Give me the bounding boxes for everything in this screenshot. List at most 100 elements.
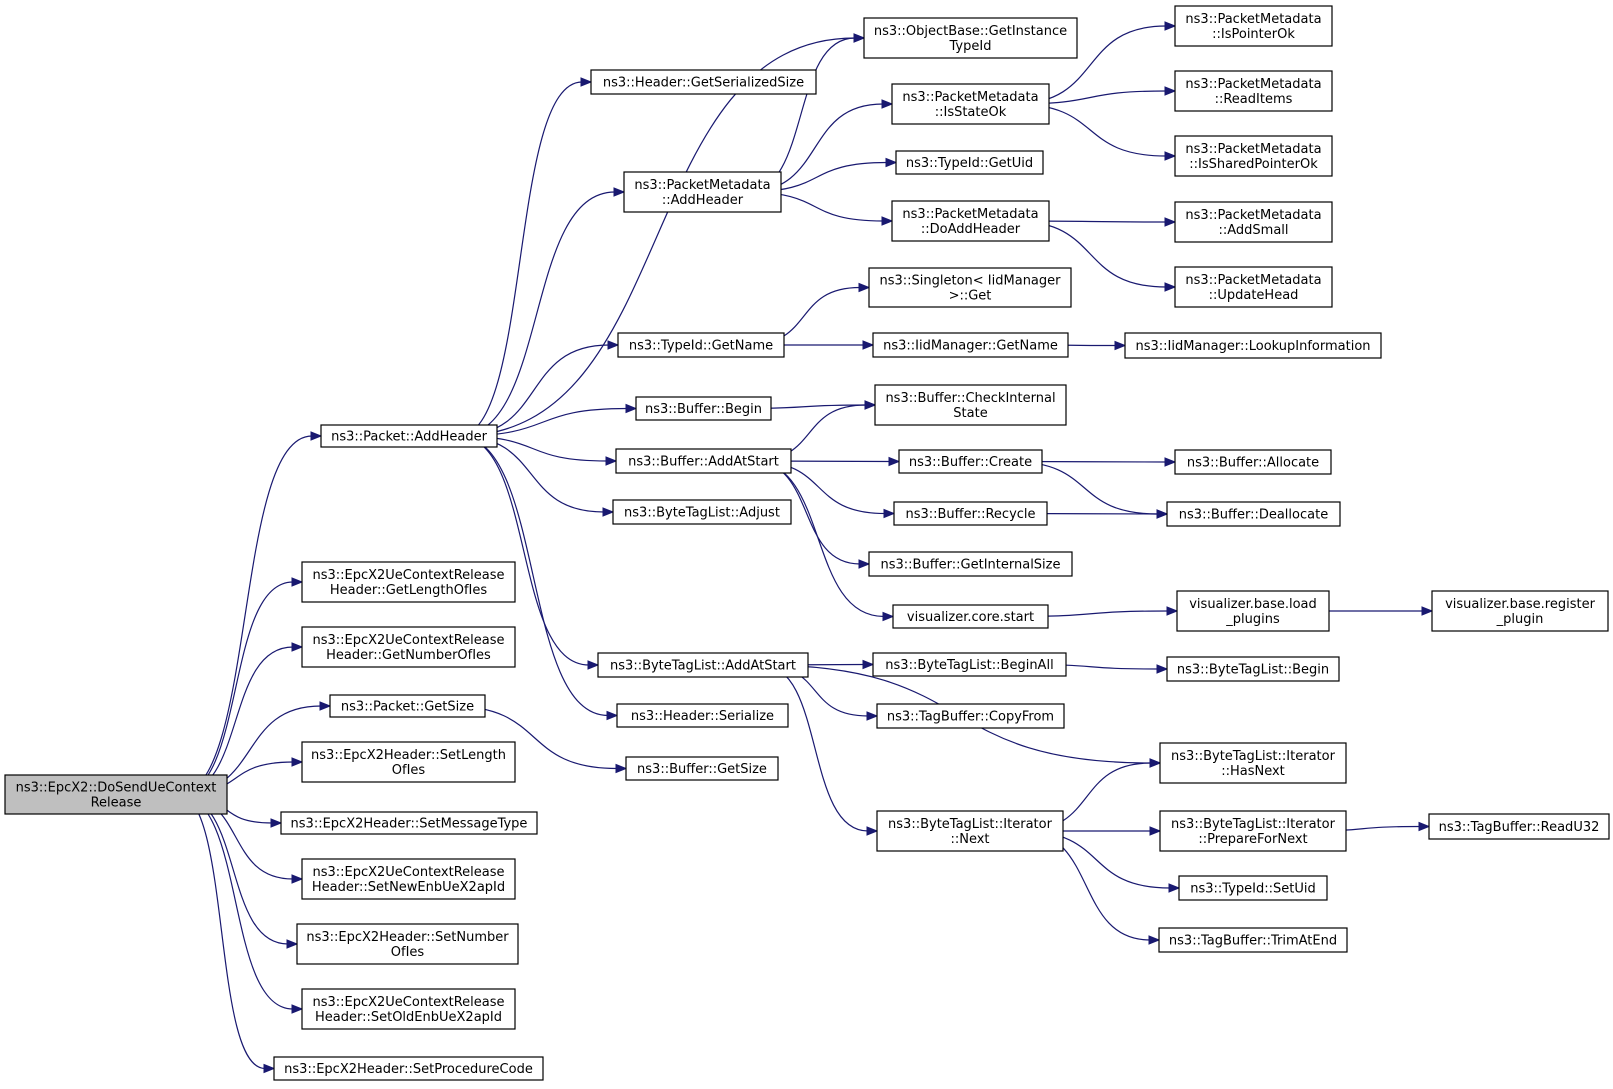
node-box <box>320 424 498 448</box>
node-vizLoadPlugins[interactable]: visualizer.base.load_plugins <box>1176 590 1330 632</box>
node-label: ns3::TypeId::GetUid <box>906 156 1033 171</box>
edge-line <box>178 435 313 796</box>
node-setMessageType[interactable]: ns3::EpcX2Header::SetMessageType <box>280 811 538 835</box>
node-tagBufCopyFrom[interactable]: ns3::TagBuffer::CopyFrom <box>876 703 1065 729</box>
node-box <box>1124 332 1382 359</box>
node-box <box>1166 501 1341 527</box>
node-bufferGetSize[interactable]: ns3::Buffer::GetSize <box>625 756 779 781</box>
arrowhead <box>1164 217 1177 227</box>
node-box <box>1428 813 1610 840</box>
node-pmAddSmall[interactable]: ns3::PacketMetadata::AddSmall <box>1174 201 1333 243</box>
arrowhead <box>605 456 618 466</box>
node-btlIterPrepare[interactable]: ns3::ByteTagList::Iterator::PrepareForNe… <box>1159 810 1347 852</box>
node-label: ::IsPointerOk <box>1212 27 1295 42</box>
node-setProcCode[interactable]: ns3::EpcX2Header::SetProcedureCode <box>273 1056 544 1081</box>
node-box <box>1174 266 1333 308</box>
node-setNewEnb[interactable]: ns3::EpcX2UeContextReleaseHeader::SetNew… <box>301 858 516 900</box>
node-box <box>1166 656 1340 682</box>
node-pmIsStateOk[interactable]: ns3::PacketMetadata::IsStateOk <box>891 83 1050 125</box>
node-typeIdGetName[interactable]: ns3::TypeId::GetName <box>617 332 785 358</box>
node-bufferBegin[interactable]: ns3::Buffer::Begin <box>635 396 772 421</box>
node-lenIes[interactable]: ns3::EpcX2UeContextReleaseHeader::GetLen… <box>301 561 516 603</box>
node-pmIsSharedPointerOk[interactable]: ns3::PacketMetadata::IsSharedPointerOk <box>1174 135 1333 177</box>
node-label: ::AddSmall <box>1218 223 1288 238</box>
node-label: visualizer.base.register <box>1445 597 1596 612</box>
arrowhead <box>291 642 304 652</box>
node-label: _plugins <box>1225 612 1280 627</box>
node-singletonGet[interactable]: ns3::Singleton< IidManager>::Get <box>868 267 1072 308</box>
node-label: ns3::ByteTagList::Adjust <box>624 506 780 521</box>
node-box <box>876 703 1065 729</box>
node-headerSerialize[interactable]: ns3::Header::Serialize <box>616 703 789 728</box>
node-headerGetSerSize[interactable]: ns3::Header::GetSerializedSize <box>590 69 817 95</box>
arrowhead <box>580 77 593 87</box>
node-pmDoAddHeader[interactable]: ns3::PacketMetadata::DoAddHeader <box>891 200 1050 242</box>
node-setOldEnb[interactable]: ns3::EpcX2UeContextReleaseHeader::SetOld… <box>301 988 516 1030</box>
node-typeIdGetUid[interactable]: ns3::TypeId::GetUid <box>895 150 1044 175</box>
node-box <box>891 83 1050 125</box>
node-box <box>868 551 1073 577</box>
node-bufferDeallocate[interactable]: ns3::Buffer::Deallocate <box>1166 501 1341 527</box>
node-btlBeginAll[interactable]: ns3::ByteTagList::BeginAll <box>872 652 1067 677</box>
node-tagBufTrimAtEnd[interactable]: ns3::TagBuffer::TrimAtEnd <box>1158 927 1348 953</box>
node-label: ns3::ByteTagList::Iterator <box>1171 749 1336 764</box>
node-box <box>892 604 1049 629</box>
node-typeIdSetUid[interactable]: ns3::TypeId::SetUid <box>1178 875 1328 901</box>
node-packetGetSize[interactable]: ns3::Packet::GetSize <box>329 694 486 718</box>
node-vizRegisterPlugin[interactable]: visualizer.base.register_plugin <box>1431 590 1609 632</box>
node-box <box>617 332 785 358</box>
node-vizCoreStart[interactable]: visualizer.core.start <box>892 604 1049 629</box>
node-bufferGetInternalSize[interactable]: ns3::Buffer::GetInternalSize <box>868 551 1073 577</box>
node-btlIterNext[interactable]: ns3::ByteTagList::Iterator::Next <box>876 810 1064 852</box>
node-box <box>1159 742 1347 784</box>
node-label: ns3::PacketMetadata <box>1185 12 1321 27</box>
arrowhead <box>862 340 875 350</box>
node-numIes[interactable]: ns3::EpcX2UeContextReleaseHeader::GetNum… <box>301 626 516 668</box>
node-label: ns3::Singleton< IidManager <box>879 274 1061 289</box>
node-bufferRecycle[interactable]: ns3::Buffer::Recycle <box>893 501 1048 526</box>
node-btlAddAtStart[interactable]: ns3::ByteTagList::AddAtStart <box>597 652 809 678</box>
node-label: ns3::PacketMetadata <box>902 207 1038 222</box>
edge-line <box>458 435 609 717</box>
edges-layer <box>178 21 1434 1074</box>
node-pmAddHeader[interactable]: ns3::PacketMetadata::AddHeader <box>623 171 782 213</box>
arrowhead <box>607 340 620 350</box>
node-label: TypeId <box>949 39 992 54</box>
node-tagBufReadU32[interactable]: ns3::TagBuffer::ReadU32 <box>1428 813 1610 840</box>
node-label: ns3::ByteTagList::Iterator <box>1171 817 1336 832</box>
node-pmReadItems[interactable]: ns3::PacketMetadata::ReadItems <box>1174 70 1333 112</box>
node-box <box>615 448 792 474</box>
node-box <box>301 741 516 783</box>
node-iidGetName[interactable]: ns3::IidManager::GetName <box>872 332 1069 358</box>
node-bufferCreate[interactable]: ns3::Buffer::Create <box>898 449 1043 474</box>
node-box <box>895 150 1044 175</box>
edge-btlAddAtStart-to-btlIterNext <box>761 664 879 836</box>
node-pmIsPointerOk[interactable]: ns3::PacketMetadata::IsPointerOk <box>1174 5 1333 47</box>
node-label: ::ReadItems <box>1215 92 1293 107</box>
node-bufferAllocate[interactable]: ns3::Buffer::Allocate <box>1174 449 1332 475</box>
node-label: ns3::PacketMetadata <box>1185 208 1321 223</box>
arrowhead <box>602 507 615 517</box>
node-label: ns3::Header::Serialize <box>631 709 774 724</box>
arrowhead <box>1421 606 1434 616</box>
node-btlIterHasNext[interactable]: ns3::ByteTagList::Iterator::HasNext <box>1159 742 1347 784</box>
edge-line <box>458 81 583 437</box>
node-btlAdjust[interactable]: ns3::ByteTagList::Adjust <box>612 499 792 525</box>
node-bufferAddAtStart[interactable]: ns3::Buffer::AddAtStart <box>615 448 792 474</box>
node-iidLookup[interactable]: ns3::IidManager::LookupInformation <box>1124 332 1382 359</box>
node-box <box>1174 5 1333 47</box>
node-box <box>1174 449 1332 475</box>
arrowhead <box>615 763 628 774</box>
node-box <box>1176 590 1330 632</box>
node-btlBegin[interactable]: ns3::ByteTagList::Begin <box>1166 656 1340 682</box>
arrowhead <box>1156 509 1169 519</box>
node-pmUpdateHead[interactable]: ns3::PacketMetadata::UpdateHead <box>1174 266 1333 308</box>
node-box <box>1174 135 1333 177</box>
node-label: ns3::ByteTagList::Iterator <box>888 817 1053 832</box>
node-packetAddHeader[interactable]: ns3::Packet::AddHeader <box>320 424 498 448</box>
